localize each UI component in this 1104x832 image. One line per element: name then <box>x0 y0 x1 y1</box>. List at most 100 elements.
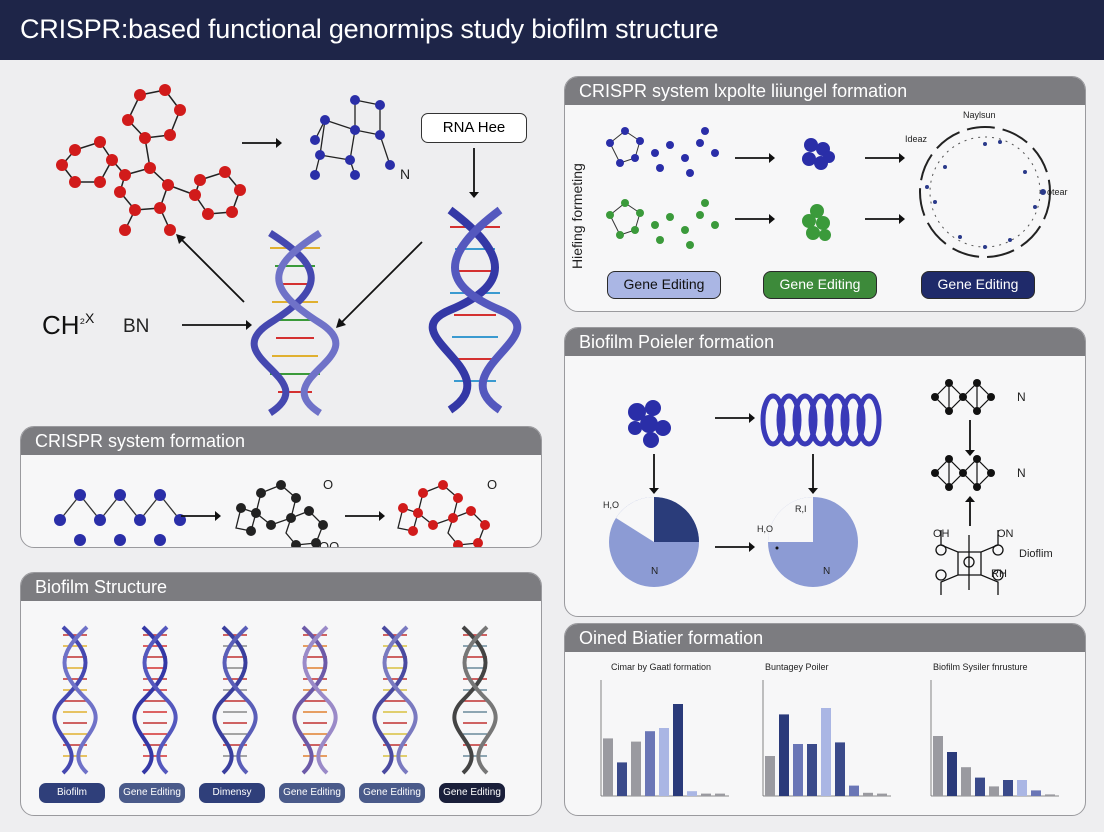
bar <box>961 767 971 796</box>
ring-molecule-icon <box>931 455 995 491</box>
arrow-right-icon <box>182 320 252 330</box>
biofilm-button[interactable]: Gene Editing <box>439 783 505 803</box>
arrow-down-icon <box>808 454 818 494</box>
blue-cluster-icon <box>802 138 835 170</box>
formula-main: CH <box>42 310 80 340</box>
formula-label: CH₂X <box>42 310 94 341</box>
gene-editing-button[interactable]: Gene Editing <box>607 271 721 299</box>
arrow-right-icon <box>715 542 755 552</box>
n-label: N <box>400 166 411 182</box>
pie-label: H,O <box>757 524 774 534</box>
ring-left-label: Ideaz <box>905 134 928 144</box>
arrow-up-icon <box>965 496 975 526</box>
biofilm-structure-icon <box>935 530 1004 595</box>
arrow-down-icon <box>965 420 975 456</box>
dna-helix-icon <box>292 625 338 775</box>
rna-label: RNA Hee <box>421 113 527 143</box>
bar-chart <box>762 680 891 797</box>
bar <box>877 793 887 796</box>
page-title: CRISPR:based functional genormips study … <box>0 0 1104 60</box>
bar <box>863 792 873 796</box>
bar <box>645 731 655 796</box>
bar <box>701 793 711 796</box>
arrow-down-icon <box>469 148 479 198</box>
bar <box>793 744 803 796</box>
pie-chart-icon <box>609 497 699 587</box>
panel-title: Biofilm Poieler formation <box>565 328 1085 356</box>
bar <box>989 786 999 796</box>
bar <box>779 714 789 796</box>
bar <box>933 736 943 796</box>
bar <box>631 741 641 796</box>
biofilm-button[interactable]: Biofilm <box>39 783 105 803</box>
ring-diagram <box>919 126 1051 258</box>
chart-title: Buntagey Poiler <box>765 662 829 672</box>
bar-chart <box>600 680 729 797</box>
bar <box>673 704 683 796</box>
formula-sup: ₂X <box>79 310 95 326</box>
arrow-right-icon <box>242 138 282 148</box>
chart-title: Biofilm Sysiler fnrusture <box>933 662 1028 672</box>
dna-helix-icon <box>132 625 178 775</box>
gene-editing-button[interactable]: Gene Editing <box>921 271 1035 299</box>
bar-chart <box>930 680 1059 797</box>
ring-top-label: Naylsun <box>963 110 996 120</box>
biofilm-button[interactable]: Dimensy <box>199 783 265 803</box>
panel-title: CRISPR system lxpolte liiungel formation <box>565 77 1085 105</box>
bar <box>1017 780 1027 796</box>
ring-right-label: otear <box>1047 187 1068 197</box>
dna-helix-icon <box>212 625 258 775</box>
arrow-diagonal-icon <box>336 241 423 328</box>
biofilm-button[interactable]: Gene Editing <box>279 783 345 803</box>
pie-n-label: N <box>823 566 831 577</box>
panel-biofilm-poiler: Biofilm Poieler formation H,O N H,O R,I … <box>564 327 1086 617</box>
oxygen-label: O <box>487 477 498 492</box>
bar <box>715 793 725 796</box>
gene-editing-button[interactable]: Gene Editing <box>763 271 877 299</box>
green-cluster-icon <box>802 204 831 241</box>
panel-title: Biofilm Structure <box>21 573 541 601</box>
bar <box>947 752 957 796</box>
arrow-right-icon <box>715 413 755 423</box>
bar <box>687 791 697 796</box>
side-label: Hiefing formeting <box>569 163 585 269</box>
panel-biofilm-structure: Biofilm Structure Biofilm Gene Editing Dim… <box>20 572 542 816</box>
biofilm-label: Dioflim <box>1019 548 1053 560</box>
arrow-right-icon <box>345 511 385 521</box>
red-molecule-diagram <box>56 84 246 236</box>
oh-label: OH <box>933 528 950 540</box>
pie-label: H,O <box>603 500 620 510</box>
bar <box>849 785 859 796</box>
bar <box>807 744 817 796</box>
blue-molecule-diagram <box>54 489 186 546</box>
biofilm-button[interactable]: Gene Editing <box>359 783 425 803</box>
dna-helix-icon <box>452 625 498 775</box>
arrow-right-icon <box>735 214 775 224</box>
oxygen-label: OO <box>319 539 340 548</box>
oxygen-label: O <box>323 477 334 492</box>
coil-icon <box>760 393 882 447</box>
chart-title: Cimar by Gaatl formation <box>611 662 712 672</box>
arrow-right-icon <box>181 511 221 521</box>
arrow-right-icon <box>865 153 905 163</box>
arrow-right-icon <box>865 214 905 224</box>
blue-cluster-icon <box>628 400 671 448</box>
red-molecule-diagram <box>397 480 490 547</box>
pie-chart-icon <box>768 497 858 587</box>
black-molecule-diagram <box>235 480 328 547</box>
blue-molecule-diagram <box>310 95 395 180</box>
rh-label: RH <box>991 568 1007 580</box>
n-label: N <box>1017 466 1026 480</box>
n-label: N <box>1017 390 1026 404</box>
dna-helix-icon <box>250 230 340 416</box>
green-chain-diagram <box>606 199 719 249</box>
dna-helix-icon <box>52 625 98 775</box>
bar <box>835 742 845 796</box>
bar <box>1003 780 1013 796</box>
panel-title: CRISPR system formation <box>21 427 541 455</box>
bar <box>765 756 775 796</box>
bn-label: BN <box>123 316 150 337</box>
bar <box>821 708 831 796</box>
bar <box>1031 790 1041 796</box>
biofilm-button[interactable]: Gene Editing <box>119 783 185 803</box>
